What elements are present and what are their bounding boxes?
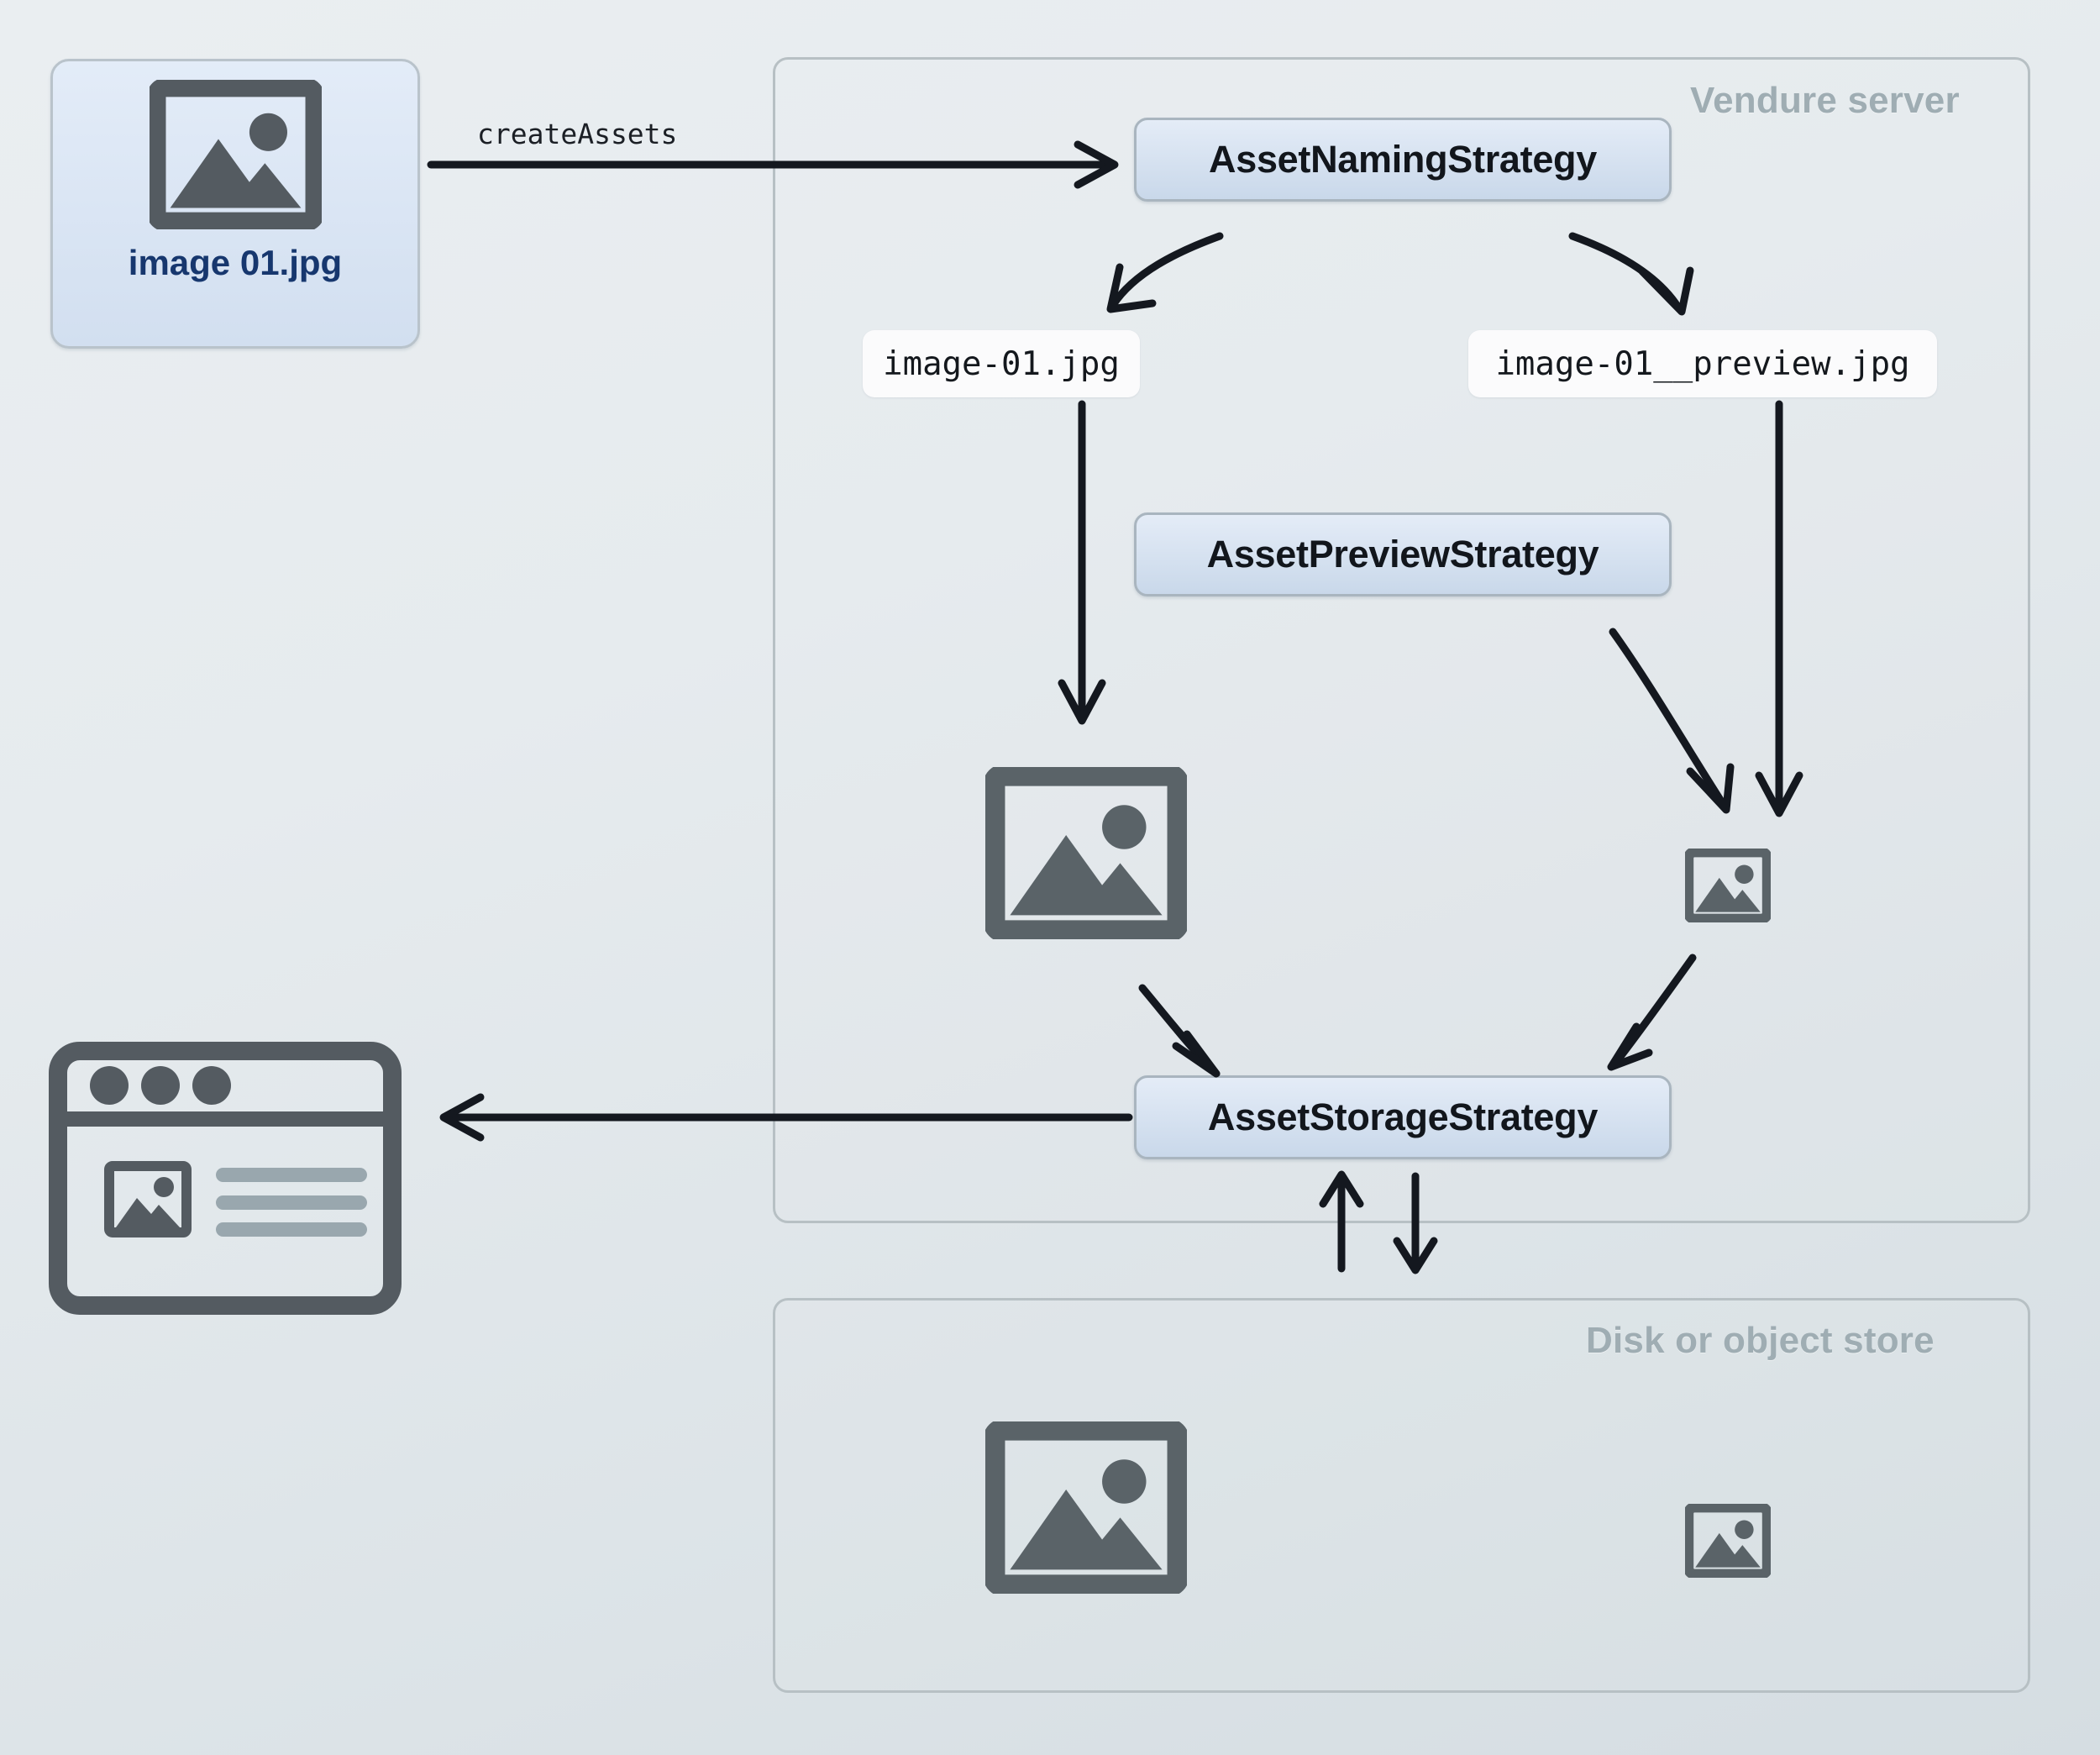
server-image-full-icon [985,767,1187,939]
disk-store-panel [773,1298,2030,1693]
disk-image-full-icon [985,1421,1187,1594]
asset-storage-strategy-label: AssetStorageStrategy [1207,1096,1599,1138]
window-dot-1 [90,1066,129,1105]
asset-preview-strategy-label: AssetPreviewStrategy [1206,533,1599,575]
disk-store-panel-label: Disk or object store [1586,1320,1935,1361]
asset-naming-strategy-box[interactable]: AssetNamingStrategy [1134,118,1672,202]
filename-source-label: image-01.jpg [883,344,1120,383]
text-line-3 [216,1222,367,1237]
source-asset-card[interactable]: image 01.jpg [50,59,420,349]
asset-naming-strategy-label: AssetNamingStrategy [1209,138,1597,181]
window-dot-2 [141,1066,180,1105]
text-line-1 [216,1168,367,1182]
server-image-preview-icon [1685,849,1771,922]
image-icon [149,80,322,229]
vendure-server-panel-label: Vendure server [1690,80,1960,121]
source-asset-label: image 01.jpg [128,243,343,282]
browser-window-icon[interactable] [49,1042,402,1315]
disk-image-preview-icon [1685,1504,1771,1578]
window-dot-3 [192,1066,231,1105]
edge-label-create-assets: createAssets [477,118,678,150]
vendure-server-panel [773,57,2030,1223]
text-line-2 [216,1195,367,1210]
filename-preview-label: image-01__preview.jpg [1495,344,1910,383]
filename-source-pill: image-01.jpg [863,330,1140,397]
thumbnail-image-icon [104,1161,192,1237]
filename-preview-pill: image-01__preview.jpg [1468,330,1937,397]
asset-storage-strategy-box[interactable]: AssetStorageStrategy [1134,1075,1672,1159]
asset-preview-strategy-box[interactable]: AssetPreviewStrategy [1134,512,1672,596]
